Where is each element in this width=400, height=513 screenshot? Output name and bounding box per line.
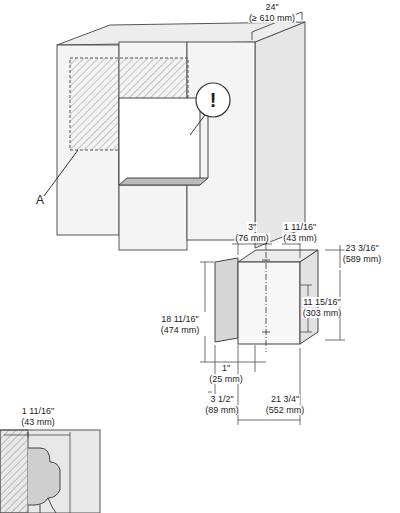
dimension-label: 18 11/16" <box>160 314 200 324</box>
dimension-label: (89 mm) <box>204 405 240 415</box>
dimension-label: 11 15/16" <box>302 297 342 307</box>
node-text: ! <box>210 89 217 112</box>
dimension-label: (≥ 610 mm) <box>248 13 296 23</box>
dimension-label: (303 mm) <box>302 308 343 318</box>
dimension-label: 1" <box>221 363 231 373</box>
warning-circle: ! <box>196 83 230 117</box>
dimension-label: 1 11/16" <box>283 222 318 232</box>
dimension-label: (76 mm) <box>234 233 270 243</box>
dimension-label: 21 3/4" <box>270 394 300 404</box>
dimension-label: (552 mm) <box>265 405 306 415</box>
dimension-label: 1 11/16" <box>21 406 56 416</box>
dimension-label: 3" <box>247 222 257 232</box>
callout-letter: A <box>35 194 45 207</box>
dimension-label: (43 mm) <box>20 417 56 427</box>
dimension-label: 3 1/2" <box>209 394 234 404</box>
dimension-label: (474 mm) <box>160 325 201 335</box>
dimension-label: 24" <box>264 2 279 12</box>
dimension-label: 23 3/16" <box>344 243 379 253</box>
dimension-label: (43 mm) <box>282 233 318 243</box>
dimension-label: (589 mm) <box>342 254 383 264</box>
dimension-label: (25 mm) <box>208 374 244 384</box>
